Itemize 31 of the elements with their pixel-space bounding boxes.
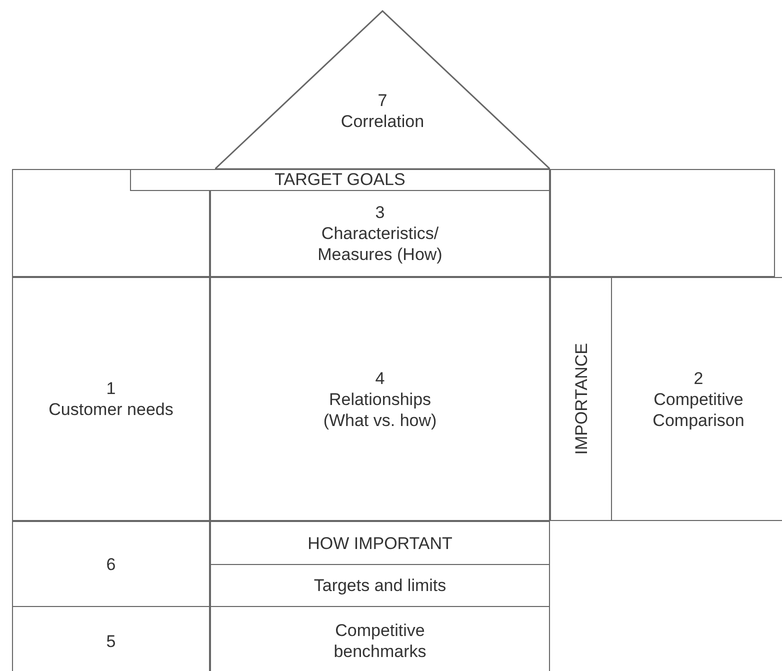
header-bar <box>130 169 550 191</box>
section-title: 6 <box>106 554 116 574</box>
section-title: 5 <box>106 630 116 652</box>
section-number: 3 <box>375 202 385 223</box>
section-title: Relationships (What vs. how) <box>322 388 438 430</box>
section-number: 4 <box>375 368 385 388</box>
section-box <box>210 564 550 607</box>
section-number: 2 <box>694 368 704 388</box>
section-box <box>12 606 210 671</box>
section-box <box>210 277 550 521</box>
section-title: Targets and limits <box>314 575 446 596</box>
empty-box <box>550 169 775 277</box>
section-title: Competitive benchmarks <box>332 620 428 662</box>
section-title: Competitive Comparison <box>652 388 746 430</box>
section-title: Characteristics/ Measures (How) <box>316 223 444 265</box>
section-box <box>550 277 612 521</box>
section-box <box>210 190 550 277</box>
section-box <box>210 606 550 671</box>
section-title: Correlation <box>340 111 424 132</box>
empty-box <box>12 169 210 277</box>
section-title: TARGET GOALS <box>274 171 406 189</box>
section-title: IMPORTANCE <box>570 343 592 455</box>
section-title: Customer needs <box>48 399 174 420</box>
section-title: HOW IMPORTANT <box>308 532 452 554</box>
section-box <box>210 521 550 565</box>
section-box <box>611 277 782 521</box>
roof-triangle <box>215 10 550 170</box>
section-box <box>12 521 210 607</box>
section-number: 7 <box>378 90 388 111</box>
section-box <box>12 277 210 521</box>
section-number: 1 <box>106 378 116 399</box>
